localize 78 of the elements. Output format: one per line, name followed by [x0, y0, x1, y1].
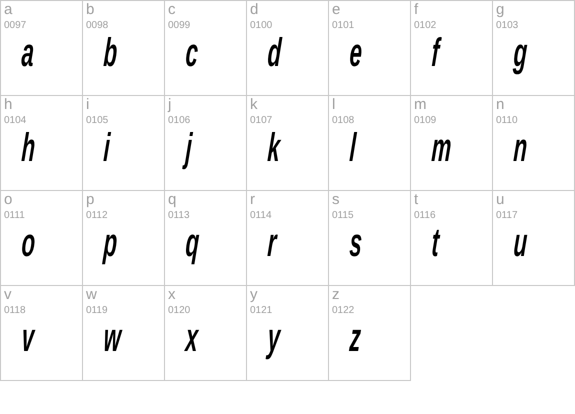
glyph-sample: w — [102, 316, 122, 360]
character-name: y — [250, 287, 258, 303]
character-name: e — [332, 2, 340, 18]
character-name: z — [332, 287, 340, 303]
character-code: 0111 — [4, 210, 25, 221]
character-code: 0121 — [250, 305, 272, 316]
glyph-sample: u — [512, 221, 528, 265]
character-code: 0105 — [86, 115, 108, 126]
character-name: s — [332, 192, 340, 208]
character-name: u — [496, 192, 504, 208]
glyph-sample: n — [512, 126, 528, 170]
character-name: t — [414, 192, 418, 208]
glyph-sample: l — [348, 126, 358, 170]
glyph-sample: m — [430, 126, 453, 170]
character-name: v — [4, 287, 12, 303]
character-name: c — [168, 2, 176, 18]
character-name: l — [332, 97, 336, 113]
glyph-sample: i — [102, 126, 112, 170]
character-name: o — [4, 192, 12, 208]
glyph-sample: c — [184, 31, 200, 75]
character-code: 0100 — [250, 20, 272, 31]
glyph-sample: e — [348, 31, 364, 75]
glyph-sample: q — [184, 221, 200, 265]
character-code: 0104 — [4, 115, 26, 126]
character-name: w — [86, 287, 97, 303]
glyph-sample: t — [430, 221, 440, 265]
character-name: q — [168, 192, 176, 208]
glyph-sample: g — [512, 31, 528, 75]
character-code: 0119 — [86, 305, 108, 316]
glyph-sample: j — [184, 126, 194, 170]
character-code: 0113 — [168, 210, 190, 221]
character-code: 0118 — [4, 305, 26, 316]
character-code: 0114 — [250, 210, 272, 221]
character-name: f — [414, 2, 418, 18]
character-code: 0106 — [168, 115, 190, 126]
glyph-sample: h — [20, 126, 36, 170]
glyph-sample: b — [102, 31, 118, 75]
character-name: a — [4, 2, 12, 18]
character-code: 0098 — [86, 20, 108, 31]
character-code: 0099 — [168, 20, 190, 31]
character-code: 0109 — [414, 115, 436, 126]
glyph-sample: p — [102, 221, 118, 265]
character-name: n — [496, 97, 504, 113]
character-code: 0097 — [4, 20, 26, 31]
character-code: 0117 — [496, 210, 518, 221]
character-name: k — [250, 97, 258, 113]
character-code: 0107 — [250, 115, 272, 126]
glyph-sample: a — [20, 31, 36, 75]
character-name: g — [496, 2, 504, 18]
character-code: 0110 — [496, 115, 518, 126]
glyph-sample: o — [20, 221, 36, 265]
glyph-sample: s — [348, 221, 364, 265]
character-name: d — [250, 2, 258, 18]
character-name: b — [86, 2, 94, 18]
glyph-sample: z — [348, 316, 362, 360]
character-code: 0112 — [86, 210, 108, 221]
character-code: 0122 — [332, 305, 354, 316]
character-name: r — [250, 192, 255, 208]
character-code: 0101 — [332, 20, 354, 31]
glyph-sample: r — [266, 221, 278, 265]
glyph-sample: d — [266, 31, 282, 75]
character-code: 0103 — [496, 20, 518, 31]
character-name: x — [168, 287, 176, 303]
character-name: i — [86, 97, 90, 113]
character-code: 0120 — [168, 305, 190, 316]
glyph-sample: x — [184, 316, 200, 360]
character-code: 0108 — [332, 115, 354, 126]
character-name: p — [86, 192, 94, 208]
character-code: 0115 — [332, 210, 354, 221]
glyph-sample: v — [20, 316, 36, 360]
glyph-sample: f — [430, 31, 440, 75]
glyph-sample: y — [266, 316, 282, 360]
character-name: m — [414, 97, 426, 113]
character-code: 0102 — [414, 20, 436, 31]
character-code: 0116 — [414, 210, 436, 221]
character-name: h — [4, 97, 12, 113]
glyph-sample: k — [266, 126, 282, 170]
character-name: j — [168, 97, 172, 113]
